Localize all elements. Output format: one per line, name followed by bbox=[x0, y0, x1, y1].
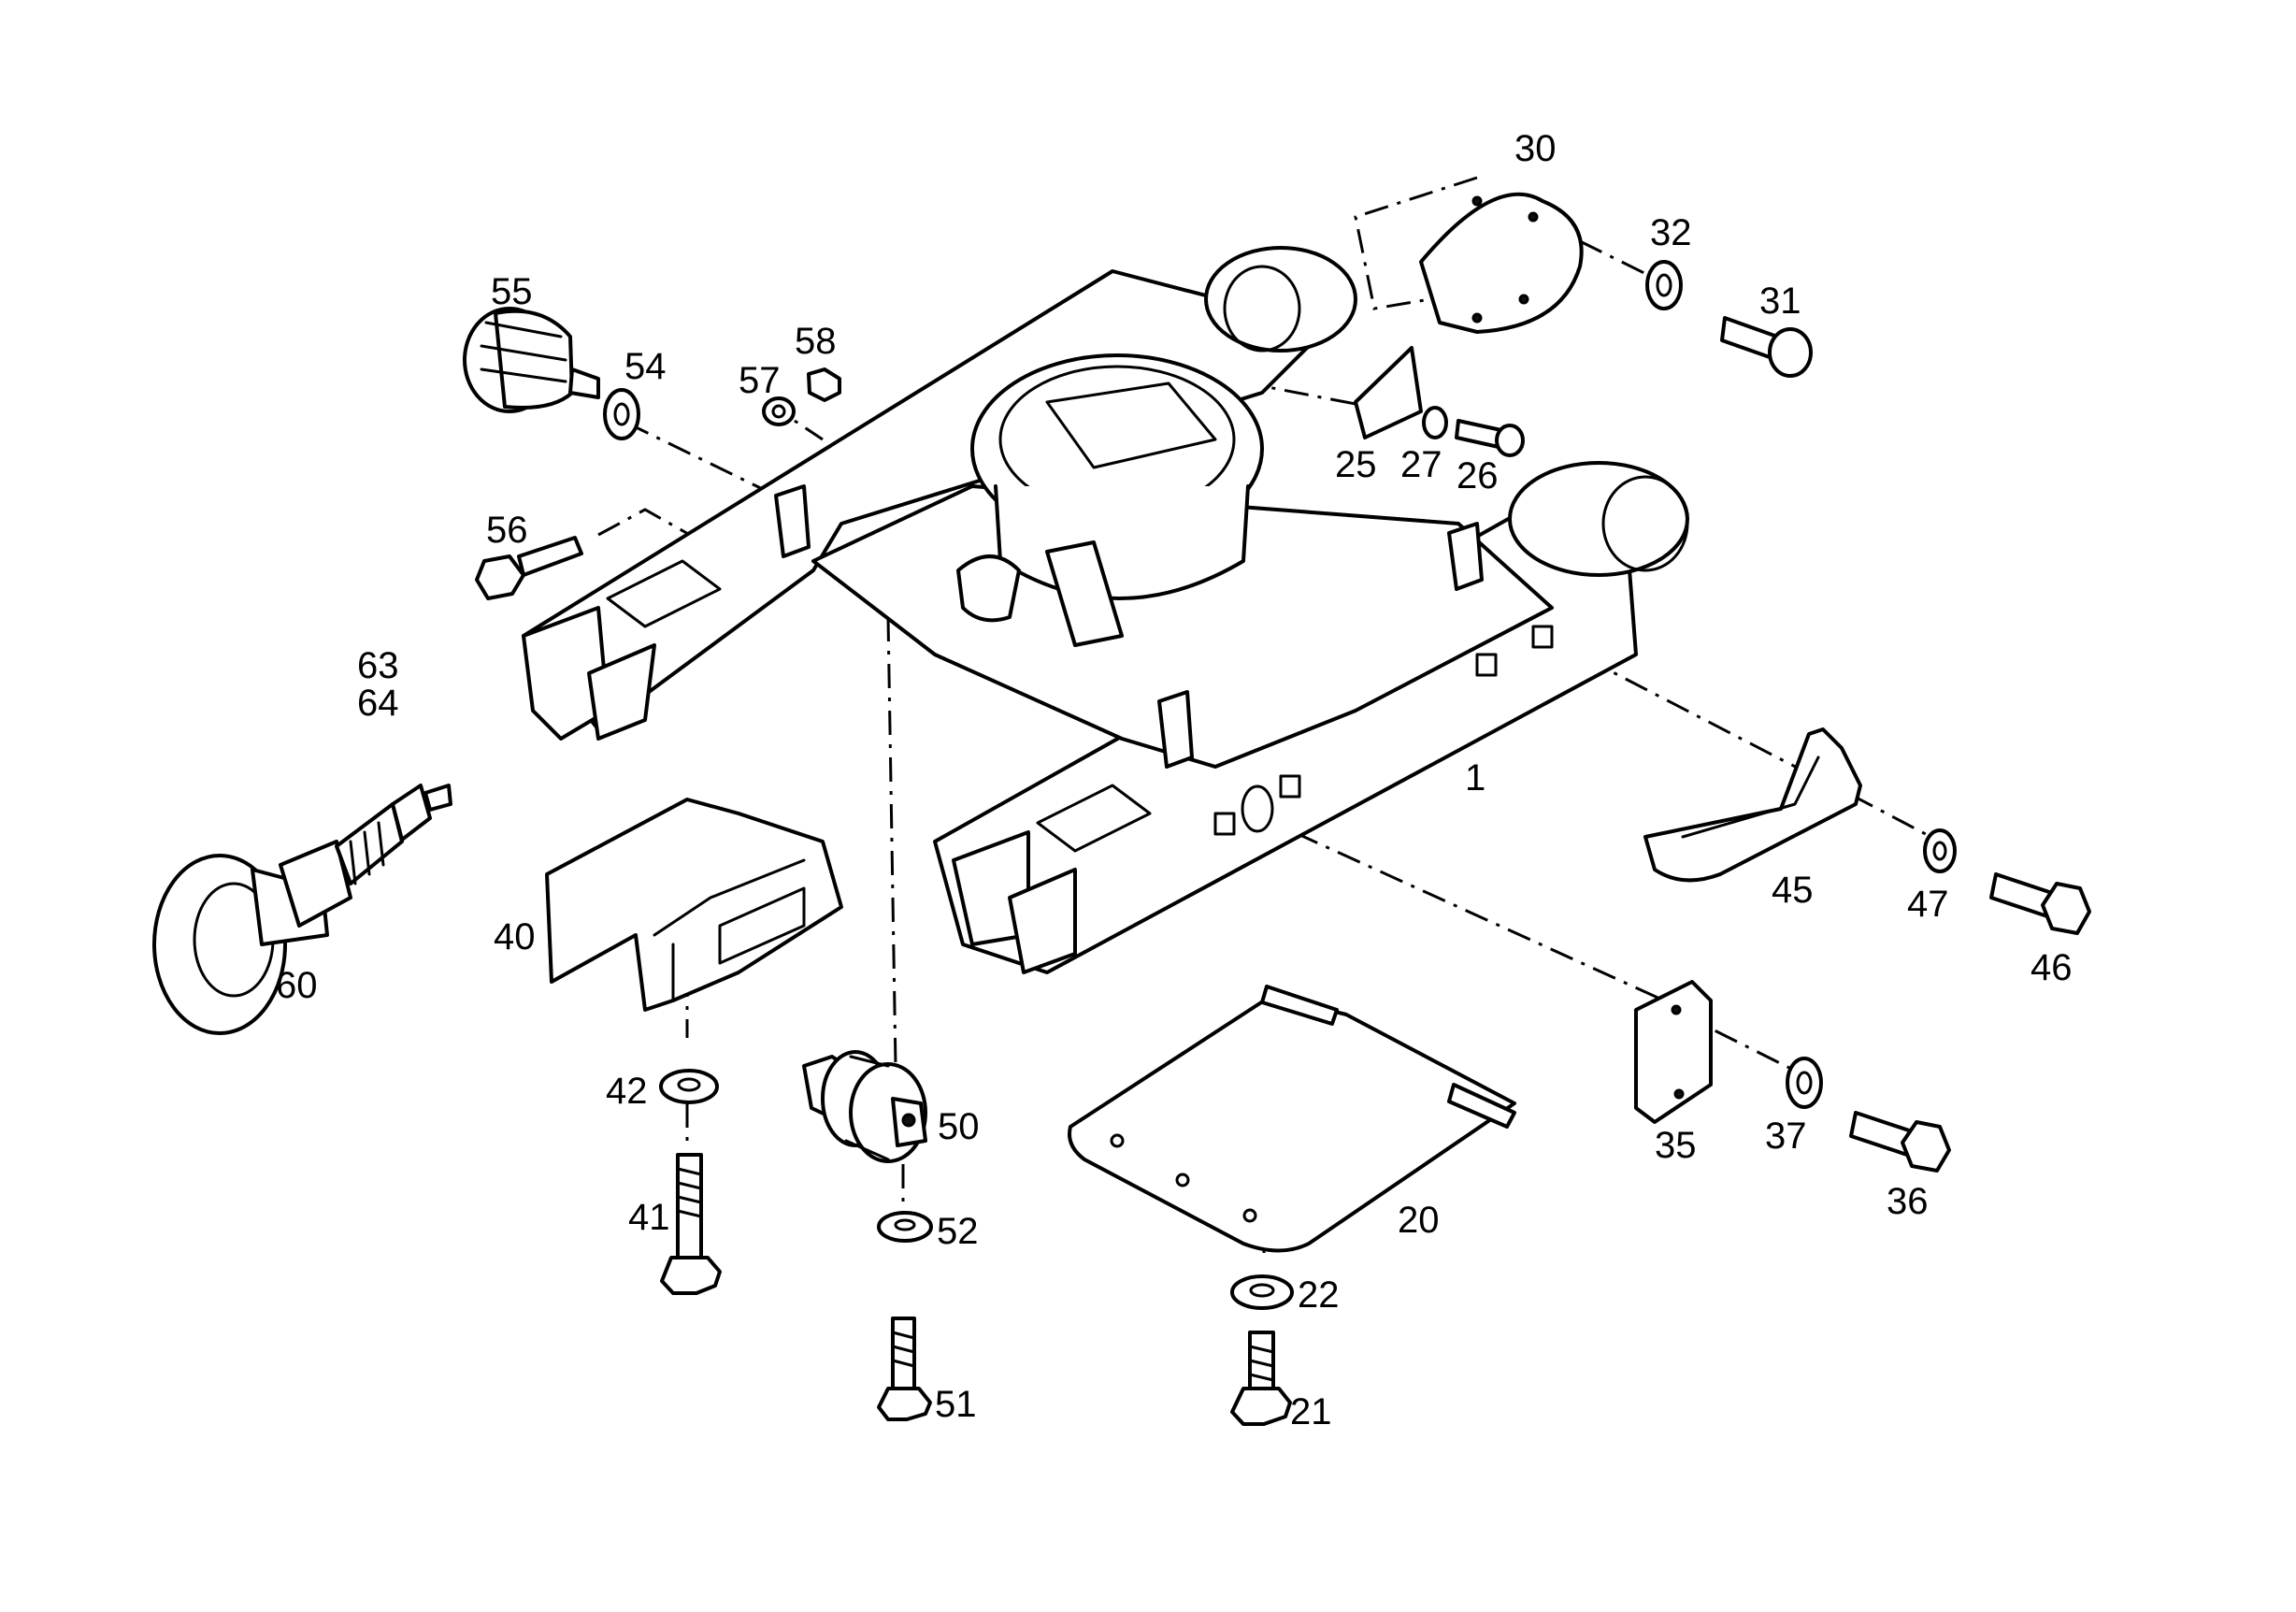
label-25: 25 bbox=[1335, 444, 1377, 485]
bolt-31 bbox=[1720, 316, 1813, 378]
label-1: 1 bbox=[1465, 757, 1485, 799]
label-21: 21 bbox=[1290, 1391, 1332, 1432]
label-30: 30 bbox=[1514, 128, 1557, 169]
bracket-25 bbox=[1354, 346, 1423, 439]
label-40: 40 bbox=[494, 916, 536, 957]
label-57: 57 bbox=[739, 360, 781, 401]
label-54: 54 bbox=[624, 346, 667, 387]
travel-motor-55 bbox=[463, 307, 600, 413]
label-31: 31 bbox=[1759, 281, 1801, 322]
step-45 bbox=[1643, 727, 1862, 883]
label-46: 46 bbox=[2031, 947, 2073, 988]
label-22: 22 bbox=[1298, 1274, 1340, 1316]
track-roller-50 bbox=[802, 1050, 927, 1163]
side-plate-35 bbox=[1634, 980, 1713, 1124]
bolt-46 bbox=[1989, 872, 2091, 935]
label-58: 58 bbox=[795, 321, 837, 362]
label-47: 47 bbox=[1907, 884, 1949, 925]
label-56: 56 bbox=[486, 510, 528, 551]
label-37: 37 bbox=[1765, 1115, 1807, 1157]
bottom-plate-20 bbox=[1068, 985, 1516, 1253]
label-26: 26 bbox=[1457, 455, 1499, 497]
label-35: 35 bbox=[1655, 1125, 1697, 1166]
bolt-26 bbox=[1455, 419, 1525, 457]
idler-assembly-60 bbox=[152, 784, 452, 1035]
label-36: 36 bbox=[1887, 1181, 1929, 1222]
label-50: 50 bbox=[938, 1106, 980, 1147]
label-55: 55 bbox=[491, 271, 533, 312]
label-52: 52 bbox=[937, 1211, 979, 1252]
bolt-36 bbox=[1849, 1111, 1951, 1173]
label-32: 32 bbox=[1650, 212, 1692, 253]
washer-42 bbox=[659, 1069, 719, 1104]
label-45: 45 bbox=[1772, 870, 1814, 911]
label-64: 64 bbox=[357, 683, 399, 724]
washer-37 bbox=[1786, 1057, 1823, 1109]
label-41: 41 bbox=[628, 1197, 670, 1238]
label-20: 20 bbox=[1398, 1200, 1440, 1241]
callout-labels: 30 32 31 55 54 57 58 25 27 26 56 63 64 1… bbox=[276, 128, 2073, 1432]
washer-54 bbox=[603, 388, 640, 440]
label-51: 51 bbox=[935, 1384, 977, 1425]
washer-57 bbox=[762, 396, 796, 426]
washer-27 bbox=[1422, 406, 1448, 439]
bolt-56 bbox=[475, 536, 583, 600]
label-27: 27 bbox=[1400, 444, 1442, 485]
washer-52 bbox=[877, 1211, 933, 1243]
washer-32 bbox=[1645, 260, 1683, 310]
bolt-41 bbox=[660, 1153, 722, 1295]
washer-22 bbox=[1230, 1274, 1294, 1310]
label-63: 63 bbox=[357, 645, 399, 686]
washer-47 bbox=[1923, 828, 1957, 873]
track-guide-40 bbox=[545, 798, 843, 1012]
label-42: 42 bbox=[606, 1071, 648, 1112]
cover-plate bbox=[1419, 192, 1584, 334]
bolt-51 bbox=[877, 1317, 932, 1421]
nut-58 bbox=[807, 367, 841, 402]
undercarriage-frame bbox=[522, 246, 1689, 974]
bolt-21 bbox=[1230, 1331, 1292, 1426]
label-60: 60 bbox=[276, 965, 318, 1006]
